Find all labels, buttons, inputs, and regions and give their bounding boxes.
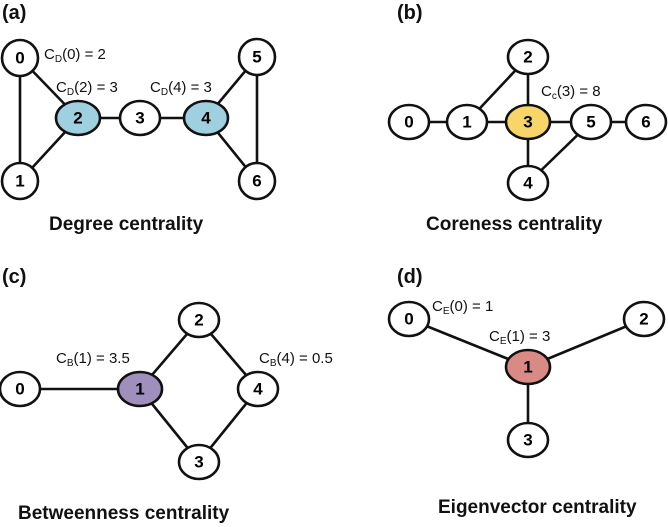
svg-text:1: 1 [462,113,471,132]
panel-b-annotation-node-3: Cc(3) = 8 [541,83,601,102]
panel-c-node-3: 3 [177,443,221,481]
panel-c-node-0: 0 [0,370,42,408]
panel-a-node-2: 2 [54,99,102,137]
panel-b-node-0: 0 [387,103,431,141]
panel-a-node-5: 5 [237,37,277,77]
svg-text:6: 6 [252,172,261,191]
panel-d-node-0: 0 [387,300,431,338]
svg-text:0: 0 [15,49,24,68]
panel-c-annotation-node-4: CB(4) = 0.5 [259,350,333,369]
svg-text:5: 5 [586,113,595,132]
panel-d-node-2: 2 [622,300,666,338]
svg-text:3: 3 [194,453,203,472]
svg-text:1: 1 [523,358,532,377]
panel-c-annotation-node-1: CB(1) = 3.5 [56,350,130,369]
panel-a-node-0: 0 [0,38,40,78]
svg-text:2: 2 [639,310,648,329]
svg-text:1: 1 [15,172,24,191]
svg-text:0: 0 [15,380,24,399]
svg-text:4: 4 [523,174,533,193]
panel-d-node-3: 3 [506,421,550,459]
panel-a-annotation-node-2: CD(2) = 3 [56,79,118,98]
svg-text:3: 3 [523,431,532,450]
panel-c-title: Betweenness centrality [18,503,230,524]
panel-b-node-4: 4 [506,164,550,202]
svg-text:1: 1 [135,380,144,399]
panel-b-node-6: 6 [624,103,668,141]
panel-d-node-1: 1 [504,348,552,386]
svg-text:0: 0 [404,310,413,329]
panel-c-node-4: 4 [236,370,280,408]
svg-text:5: 5 [252,48,261,67]
panel-b-title: Coreness centrality [426,214,603,235]
panel-b-label: (b) [397,2,423,24]
panel-c-node-2: 2 [177,301,221,339]
panel-a-label: (a) [2,2,27,24]
panel-d-title: Eigenvector centrality [438,497,637,518]
svg-text:4: 4 [253,380,263,399]
panel-b-node-5: 5 [569,103,613,141]
svg-text:2: 2 [194,311,203,330]
panel-d-label: (d) [397,266,423,288]
svg-text:2: 2 [73,109,82,128]
panel-b-node-2: 2 [506,38,550,76]
svg-text:3: 3 [523,113,532,132]
svg-text:6: 6 [641,113,650,132]
panel-a-annotation-node-0: CD(0) = 2 [44,46,106,65]
panel-d-annotation-node-1: CE(1) = 3 [489,328,551,347]
panel-d-annotation-node-0: CE(0) = 1 [432,298,494,317]
panel-b-node-3: 3 [504,103,552,141]
svg-text:2: 2 [523,48,532,67]
svg-text:4: 4 [201,109,211,128]
svg-text:0: 0 [404,113,413,132]
panel-a-node-6: 6 [237,161,277,201]
panel-a-annotation-node-4: CD(4) = 3 [150,79,212,98]
panel-a-title: Degree centrality [49,214,204,235]
svg-text:3: 3 [135,109,144,128]
panel-a-node-4: 4 [182,99,230,137]
panel-a-node-1: 1 [0,161,40,201]
panel-c-label: (c) [2,266,27,288]
panel-a-node-3: 3 [118,99,162,137]
panel-b-node-1: 1 [445,103,489,141]
panel-c-node-1: 1 [116,370,164,408]
